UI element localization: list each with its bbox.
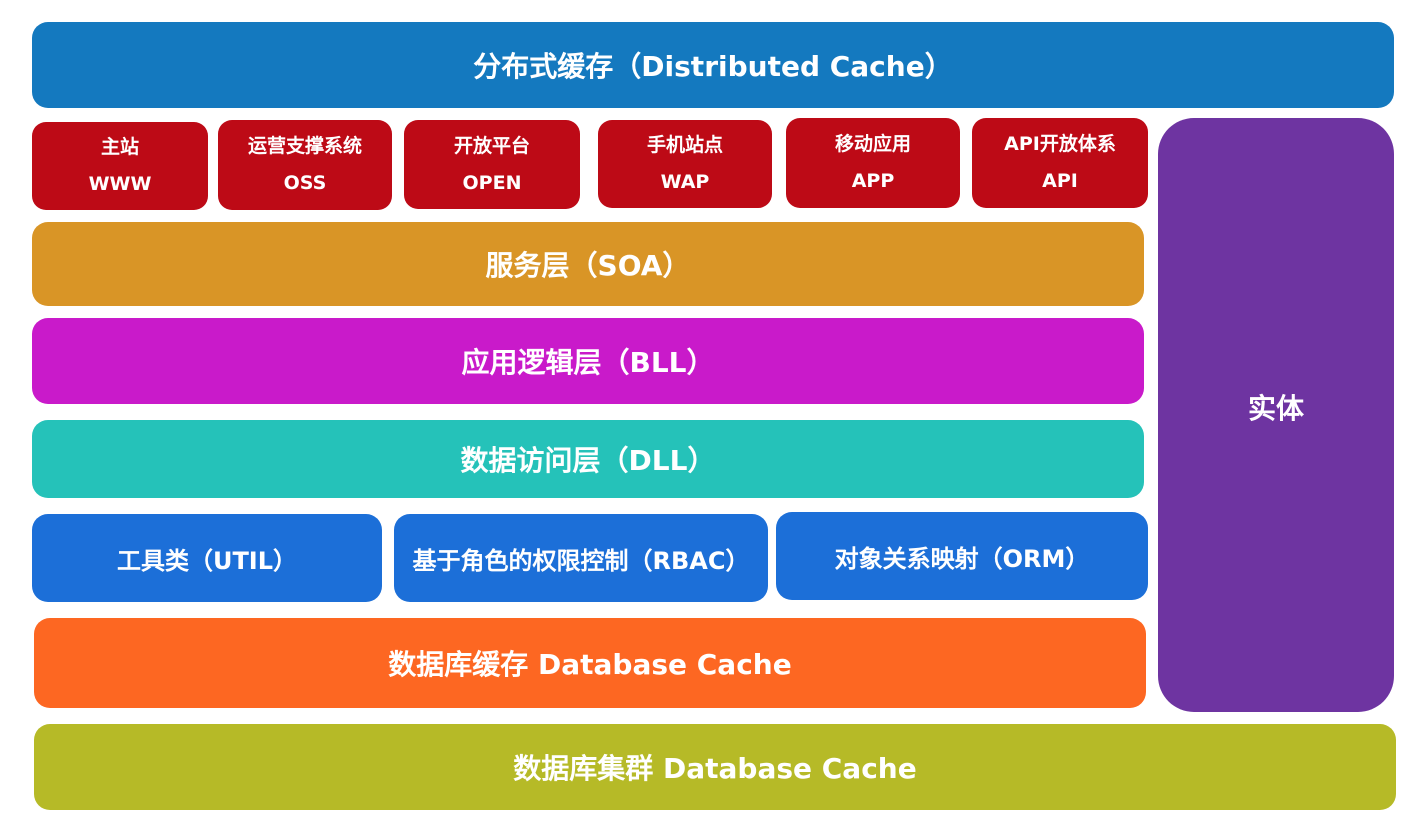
front-card-title: 手机站点 [646, 134, 723, 156]
service-layer-label: 服务层（SOA） [485, 249, 691, 282]
front-card-open: 开放平台 OPEN [404, 120, 580, 209]
front-card-code: OPEN [462, 171, 522, 194]
distributed-cache-layer: 分布式缓存（Distributed Cache） [32, 22, 1394, 108]
orm-module-label: 对象关系映射（ORM） [834, 544, 1090, 573]
front-card-code: APP [851, 170, 895, 192]
entity-label: 实体 [1247, 392, 1304, 425]
entity-column: 实体 [1158, 118, 1394, 712]
database-cache-label: 数据库缓存 Database Cache [388, 648, 792, 681]
front-card-api: API开放体系 API [972, 118, 1148, 208]
database-cache-layer: 数据库缓存 Database Cache [34, 618, 1146, 708]
front-card-code: OSS [283, 172, 327, 194]
orm-module: 对象关系映射（ORM） [776, 512, 1148, 600]
business-logic-layer-label: 应用逻辑层（BLL） [461, 346, 715, 379]
business-logic-layer: 应用逻辑层（BLL） [32, 318, 1144, 404]
front-card-title: 开放平台 [453, 134, 530, 157]
data-access-layer-label: 数据访问层（DLL） [460, 444, 716, 477]
util-module-label: 工具类（UTIL） [116, 546, 298, 575]
util-module: 工具类（UTIL） [32, 514, 382, 602]
database-cluster-label: 数据库集群 Database Cache [513, 752, 917, 785]
data-access-layer: 数据访问层（DLL） [32, 420, 1144, 498]
front-card-oss: 运营支撑系统 OSS [218, 120, 392, 210]
front-card-title: 移动应用 [834, 133, 911, 155]
front-card-code: WWW [88, 173, 152, 195]
rbac-module-label: 基于角色的权限控制（RBAC） [412, 546, 750, 575]
front-card-code: API [1042, 170, 1078, 192]
distributed-cache-label: 分布式缓存（Distributed Cache） [473, 50, 953, 83]
front-card-title: 运营支撑系统 [247, 135, 362, 157]
front-card-www: 主站 WWW [32, 122, 208, 210]
front-card-title: 主站 [100, 136, 139, 158]
front-card-code: WAP [660, 171, 710, 193]
front-card-app: 移动应用 APP [786, 118, 960, 208]
database-cluster-layer: 数据库集群 Database Cache [34, 724, 1396, 810]
rbac-module: 基于角色的权限控制（RBAC） [394, 514, 768, 602]
front-card-wap: 手机站点 WAP [598, 120, 772, 208]
front-card-title: API开放体系 [1004, 133, 1116, 155]
service-layer: 服务层（SOA） [32, 222, 1144, 306]
